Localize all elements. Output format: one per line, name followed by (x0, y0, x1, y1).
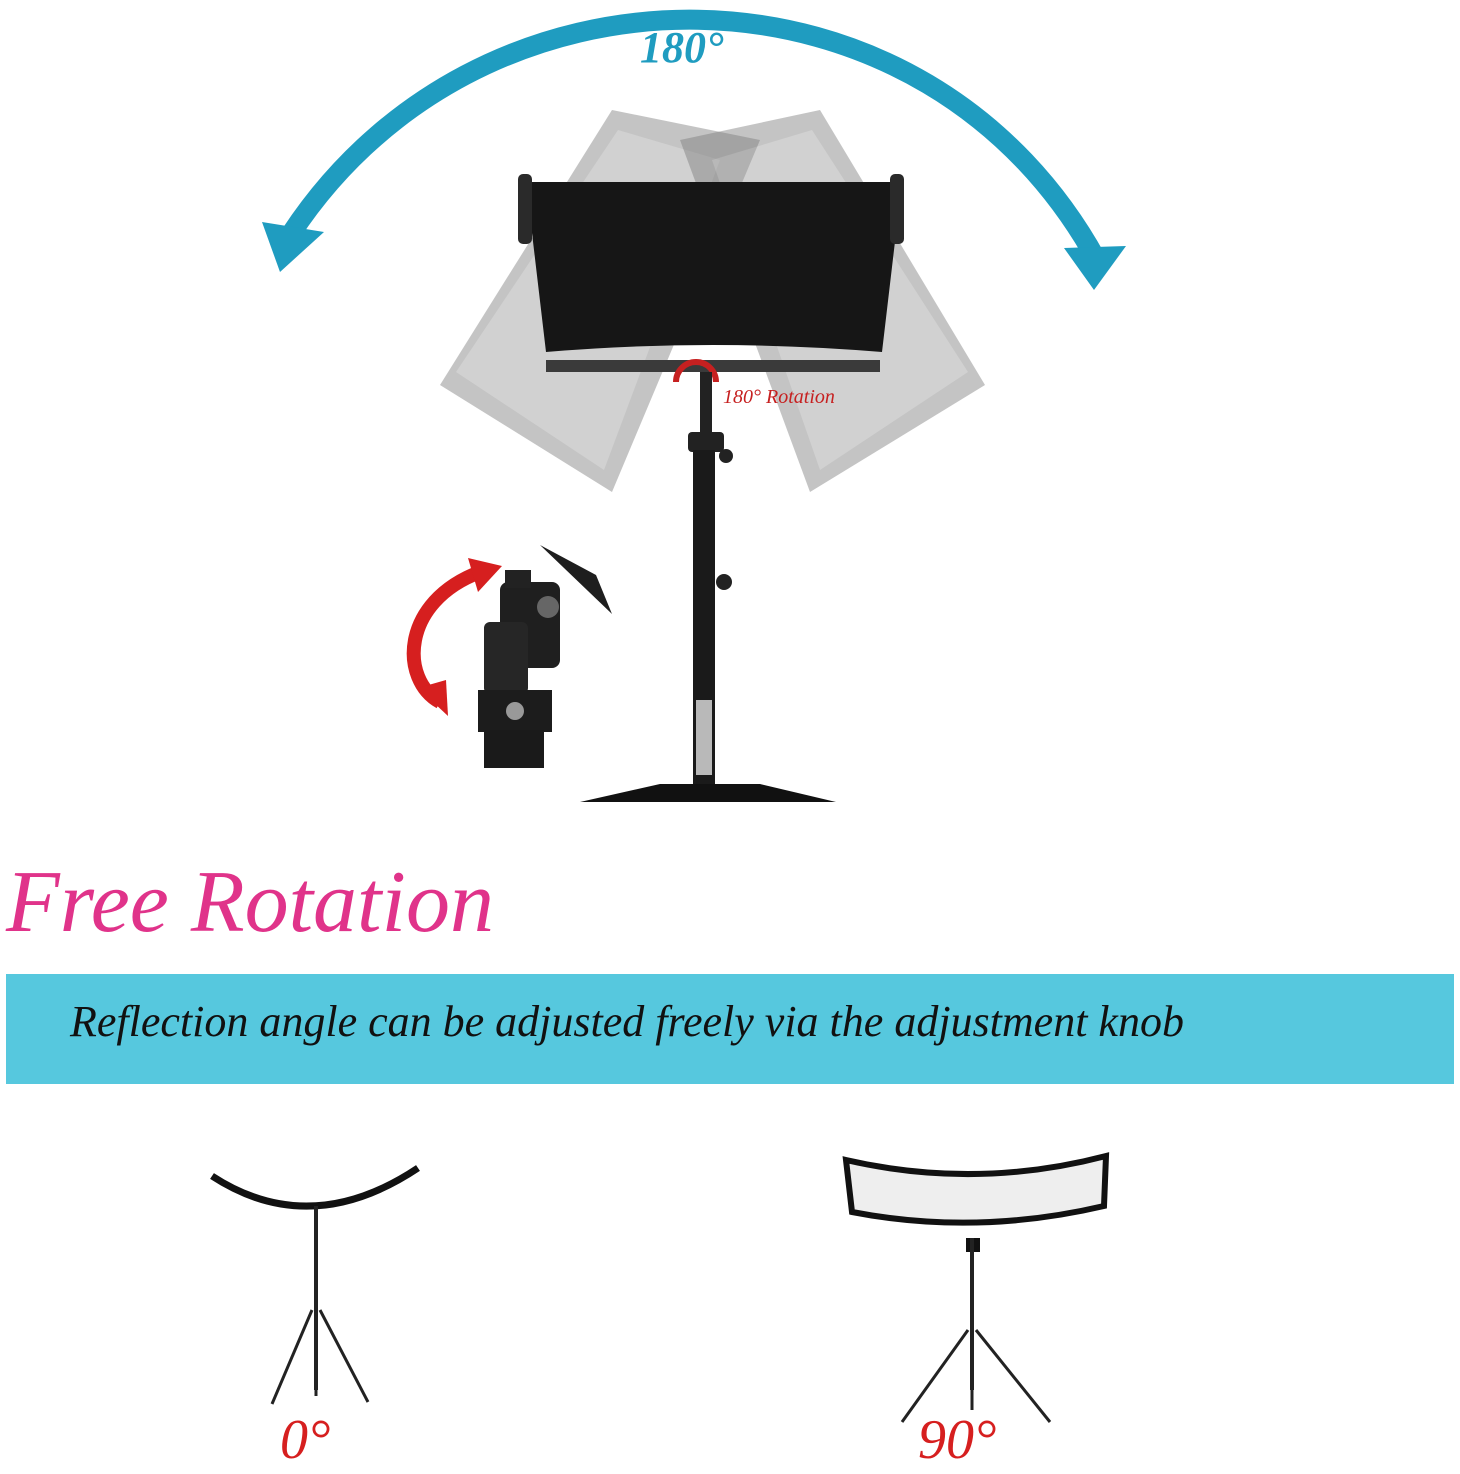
mount-rotation-label: 180° Rotation (723, 386, 835, 408)
rotation-angle-label: 180° (640, 23, 724, 72)
stand-0-degrees (210, 1165, 420, 1405)
banner-text: Reflection angle can be adjusted freely … (70, 997, 1184, 1046)
angle-90-label: 90° (918, 1409, 997, 1471)
reflector-panel (518, 174, 904, 372)
rotation-arc (273, 9, 1111, 275)
mount-rotation-arrow (673, 359, 719, 383)
arc-arrowhead-left (262, 222, 324, 272)
light-stand (580, 372, 836, 802)
stand-90-degrees (842, 1152, 1110, 1423)
mount-rotation-arrow-red (406, 565, 483, 709)
arc-arrowhead-right (1064, 246, 1126, 290)
headline: Free Rotation (6, 854, 494, 951)
angle-0-label: 0° (280, 1409, 331, 1471)
mount-detail (478, 545, 612, 768)
info-banner (6, 974, 1454, 1084)
